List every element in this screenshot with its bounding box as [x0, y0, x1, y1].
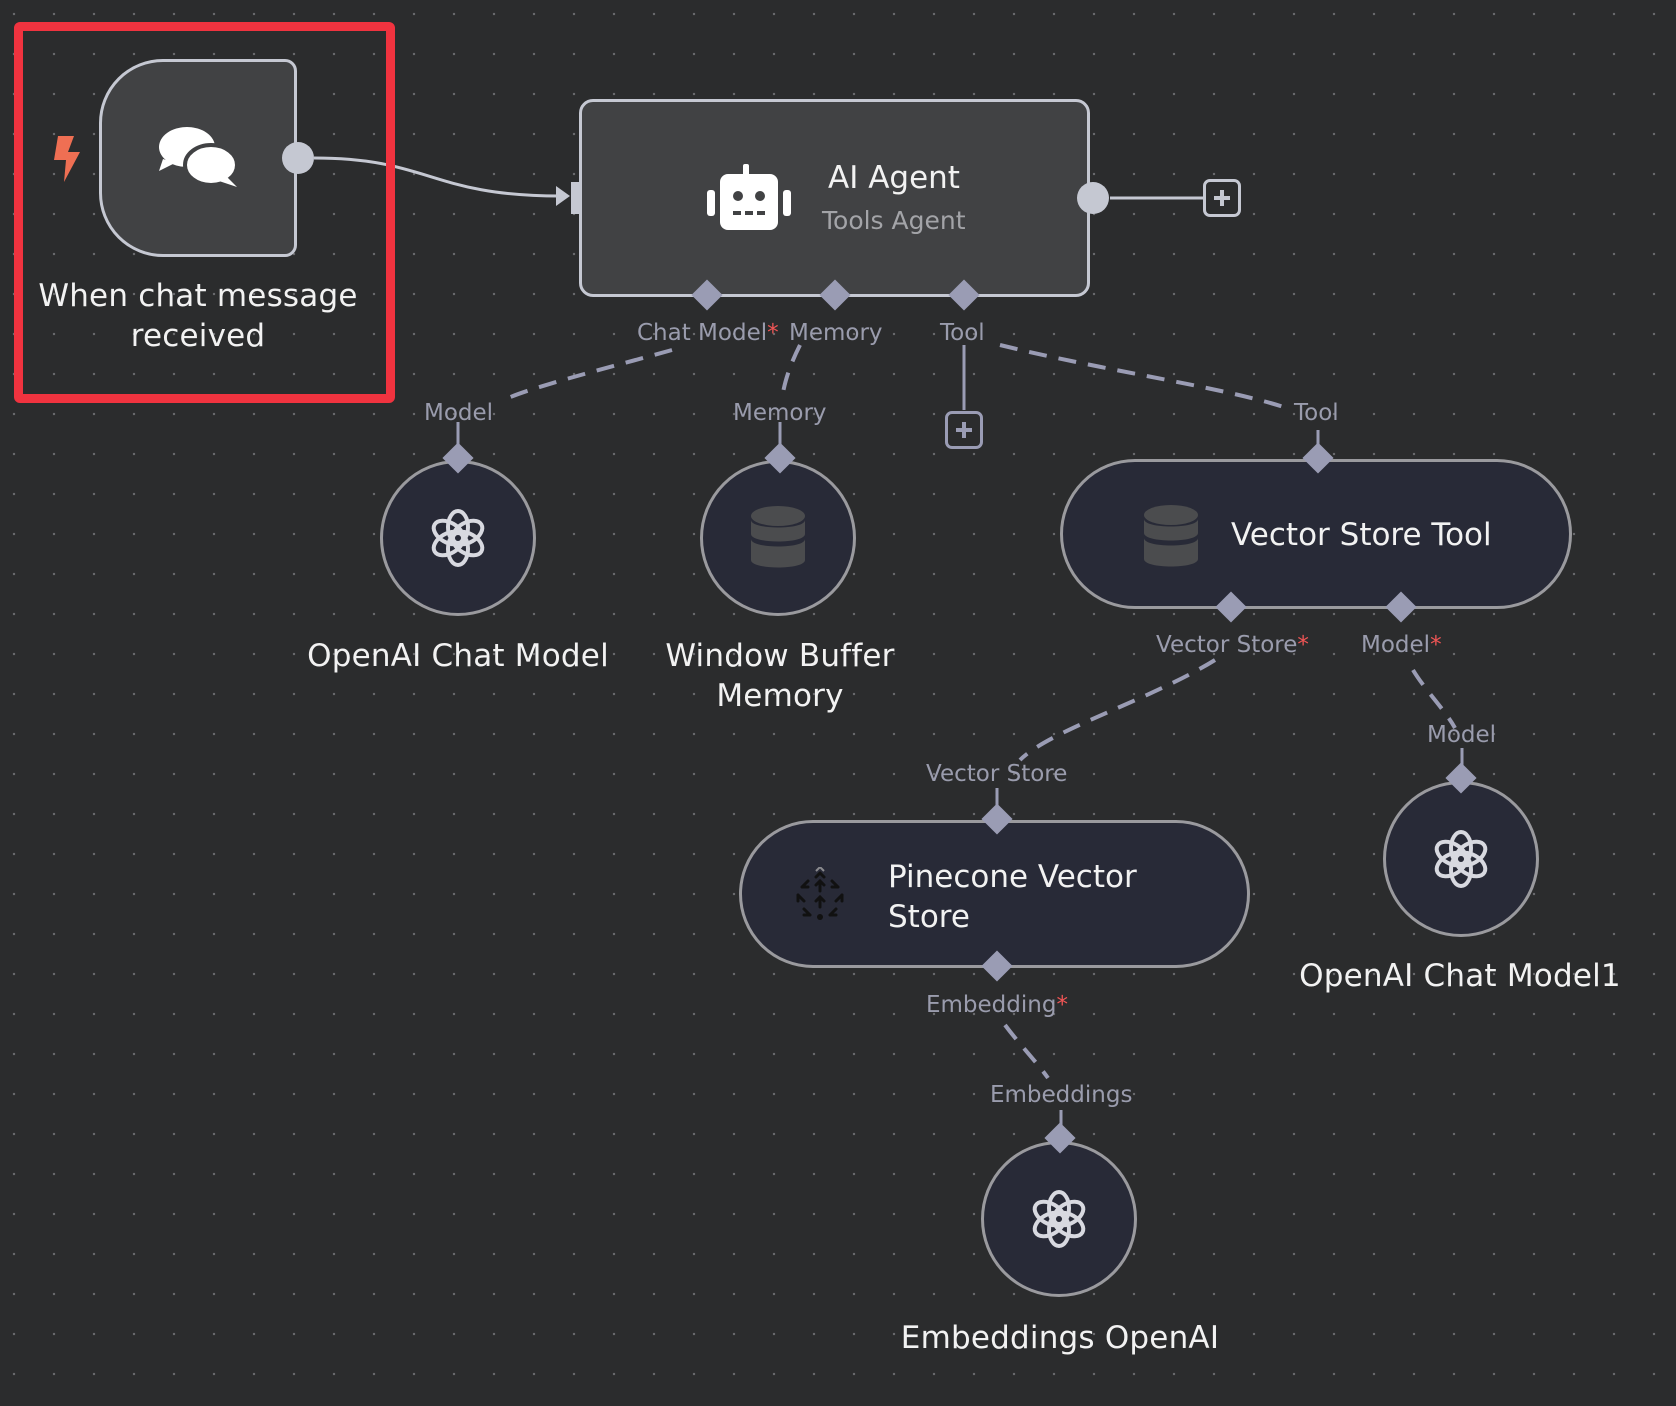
window-buffer-memory-label: Window Buffer Memory [640, 636, 920, 716]
pinecone-icon [796, 867, 844, 920]
embeddings-openai-node[interactable] [981, 1141, 1137, 1297]
robot-icon [707, 164, 791, 230]
openai-icon [1032, 1190, 1086, 1248]
connection-memory[interactable] [780, 344, 802, 399]
ai-agent-title: AI Agent [828, 160, 960, 196]
connection-tool[interactable] [999, 343, 1293, 412]
plus-icon [1214, 190, 1230, 206]
openai-chat-model1-node[interactable] [1383, 781, 1539, 937]
database-icon [1144, 505, 1198, 567]
trigger-label-line2: received [130, 318, 266, 354]
trigger-node[interactable] [99, 59, 314, 257]
trigger-bolt-icon [54, 136, 80, 182]
pinecone-title: Pinecone Vector Store [888, 857, 1137, 937]
connection-vectorstore[interactable] [1018, 658, 1217, 762]
pinecone-title-line1: Pinecone Vector [888, 859, 1137, 895]
agent-port-memory-label: Memory [789, 320, 883, 346]
openai-icon [1434, 830, 1488, 888]
connection-chatmodel[interactable] [498, 348, 673, 404]
embeddings-openai-label: Embeddings OpenAI [900, 1320, 1220, 1356]
database-icon [751, 506, 805, 568]
openai-icon [431, 509, 485, 567]
ai-agent-node[interactable]: AI Agent Tools Agent [579, 99, 1109, 297]
pinecone-title-line2: Store [888, 899, 970, 935]
plus-icon [956, 422, 972, 438]
embeddings-port-label: Embeddings [990, 1082, 1133, 1108]
memory-label-line2: Memory [716, 678, 844, 714]
agent-output-handle[interactable] [1077, 182, 1109, 214]
openai-chat-model-label: OpenAI Chat Model [307, 638, 609, 674]
chat-bubbles-icon [159, 127, 239, 187]
openai-chat-model1-port-label: Model [1427, 722, 1497, 748]
selection-highlight [14, 22, 395, 403]
trigger-label-line1: When chat message [38, 278, 358, 314]
model-port-label: Model* [1361, 632, 1442, 658]
connection-arrow [556, 186, 570, 206]
vector-store-port-label: Vector Store* [1156, 632, 1309, 658]
agent-port-chat-model-label: Chat Model* [637, 320, 779, 346]
connection-trigger-agent[interactable] [313, 156, 561, 198]
vector-store-tool-port-label: Tool [1294, 400, 1339, 426]
add-node-after-agent-button[interactable] [1203, 179, 1241, 217]
memory-label-line1: Window Buffer [665, 638, 895, 674]
openai-chat-model-port-label: Model [424, 400, 494, 426]
vector-store-tool-node[interactable]: Vector Store Tool [1060, 459, 1572, 609]
vector-store-tool-title: Vector Store Tool [1231, 517, 1492, 553]
memory-port-label: Memory [733, 400, 827, 426]
connection-model1[interactable] [1411, 668, 1457, 729]
pinecone-vector-store-node[interactable]: Pinecone Vector Store [739, 820, 1250, 968]
openai-chat-model-node[interactable] [380, 460, 536, 616]
pinecone-port-label: Vector Store [926, 761, 1068, 787]
openai-chat-model1-label: OpenAI Chat Model1 [1299, 958, 1621, 994]
trigger-output-handle[interactable] [282, 142, 314, 174]
ai-agent-subtitle: Tools Agent [822, 206, 966, 235]
embedding-port-label: Embedding* [926, 992, 1068, 1018]
window-buffer-memory-node[interactable] [700, 460, 856, 616]
add-tool-button[interactable] [945, 411, 983, 449]
agent-port-tool-label: Tool [940, 320, 985, 346]
trigger-node-label: When chat message received [20, 276, 376, 356]
connection-embedding[interactable] [1003, 1023, 1050, 1080]
